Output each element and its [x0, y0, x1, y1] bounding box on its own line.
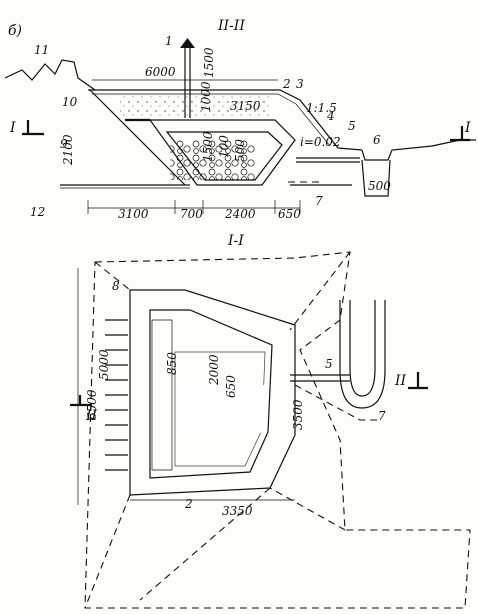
- callout-7-plan: 7: [378, 409, 386, 423]
- filter-outer-plan: [129, 289, 296, 496]
- cut-label-ii-right: II: [394, 373, 407, 389]
- panel-letter: б): [8, 23, 22, 39]
- outlet-pipe-plan: [294, 384, 380, 421]
- excavation-outline: [84, 251, 471, 609]
- trench: [361, 159, 391, 197]
- callout-5-plan: 5: [325, 357, 333, 371]
- dim-1500: 1500: [202, 47, 216, 78]
- vent-arrow: [180, 38, 195, 48]
- cut-label-right: I: [464, 120, 471, 136]
- dim-3100: 3100: [118, 207, 149, 221]
- slope-label: 1:1.5: [306, 101, 337, 115]
- dim-2100: 2100: [61, 134, 75, 166]
- cut-marker-left: [22, 120, 44, 136]
- section-bottom-title: I-I: [227, 233, 244, 249]
- dim-650-b: 650: [224, 375, 238, 398]
- cut-marker-ii-left: [70, 395, 92, 407]
- excavation-diagonals: [84, 251, 351, 609]
- dim-3500: 3500: [291, 399, 305, 430]
- dim-100: 100: [217, 135, 231, 158]
- ventilation-pipe: [184, 48, 191, 118]
- cut-marker-ii-right: [408, 372, 428, 390]
- callout-11: 11: [34, 43, 49, 57]
- callout-5: 5: [348, 119, 356, 133]
- dim-850: 850: [165, 352, 179, 375]
- inlet-pipe: [296, 157, 360, 163]
- callout-8: 8: [112, 279, 120, 293]
- section-ii-ii: б) II-II 6000 1500 3150 1000: [4, 18, 476, 221]
- callout-2-plan: 2: [184, 497, 193, 511]
- side-strip: [151, 319, 173, 471]
- dim-5000: 5000: [97, 349, 111, 380]
- dim-650: 650: [278, 207, 301, 221]
- excavation-slope-left: [89, 89, 186, 186]
- callout-10: 10: [62, 95, 78, 109]
- cut-marker-right: [450, 126, 470, 142]
- callout-6: 6: [373, 133, 381, 147]
- dim-1500-b: 1500: [201, 131, 215, 162]
- dim-3350: 3350: [222, 504, 253, 518]
- spiral-trench: [339, 300, 386, 409]
- dim-500: 500: [233, 139, 247, 162]
- cut-label-left: I: [9, 120, 16, 136]
- spiral-trench-inner: [349, 300, 376, 397]
- dim-3150: 3150: [230, 99, 261, 113]
- ground-left-profile: [4, 59, 96, 91]
- embankment-top: [88, 89, 363, 151]
- section-top-title: II-II: [217, 18, 245, 34]
- inner-clear: [180, 385, 265, 433]
- rock-fill-plan: [174, 351, 266, 467]
- rock-fill: [170, 140, 255, 180]
- callout-2: 2: [282, 77, 291, 91]
- dim-2400: 2400: [224, 207, 256, 221]
- dim-700: 700: [180, 207, 203, 221]
- cut-label-ii-left: II: [85, 408, 98, 424]
- callout-9: 9: [60, 137, 68, 151]
- dim-6000: 6000: [145, 65, 176, 79]
- dim-1000: 1000: [199, 81, 213, 112]
- callout-12: 12: [30, 205, 45, 219]
- filter-inner-plan: [149, 309, 273, 479]
- callout-3: 3: [296, 77, 304, 91]
- gradient-label: i=0.02: [300, 135, 341, 149]
- inflow-arrows: [105, 319, 128, 471]
- callout-7: 7: [315, 194, 323, 208]
- callout-4: 4: [326, 109, 335, 123]
- soil-fill: [120, 96, 270, 116]
- dim-ticks-bottom: [87, 200, 301, 214]
- dim-500-trench: 500: [368, 179, 391, 193]
- section-i-i: I-I 6500 5000 850 2000 650 3500 3350 II: [70, 233, 471, 609]
- callout-1: 1: [165, 34, 173, 48]
- dim-2000: 2000: [207, 354, 221, 386]
